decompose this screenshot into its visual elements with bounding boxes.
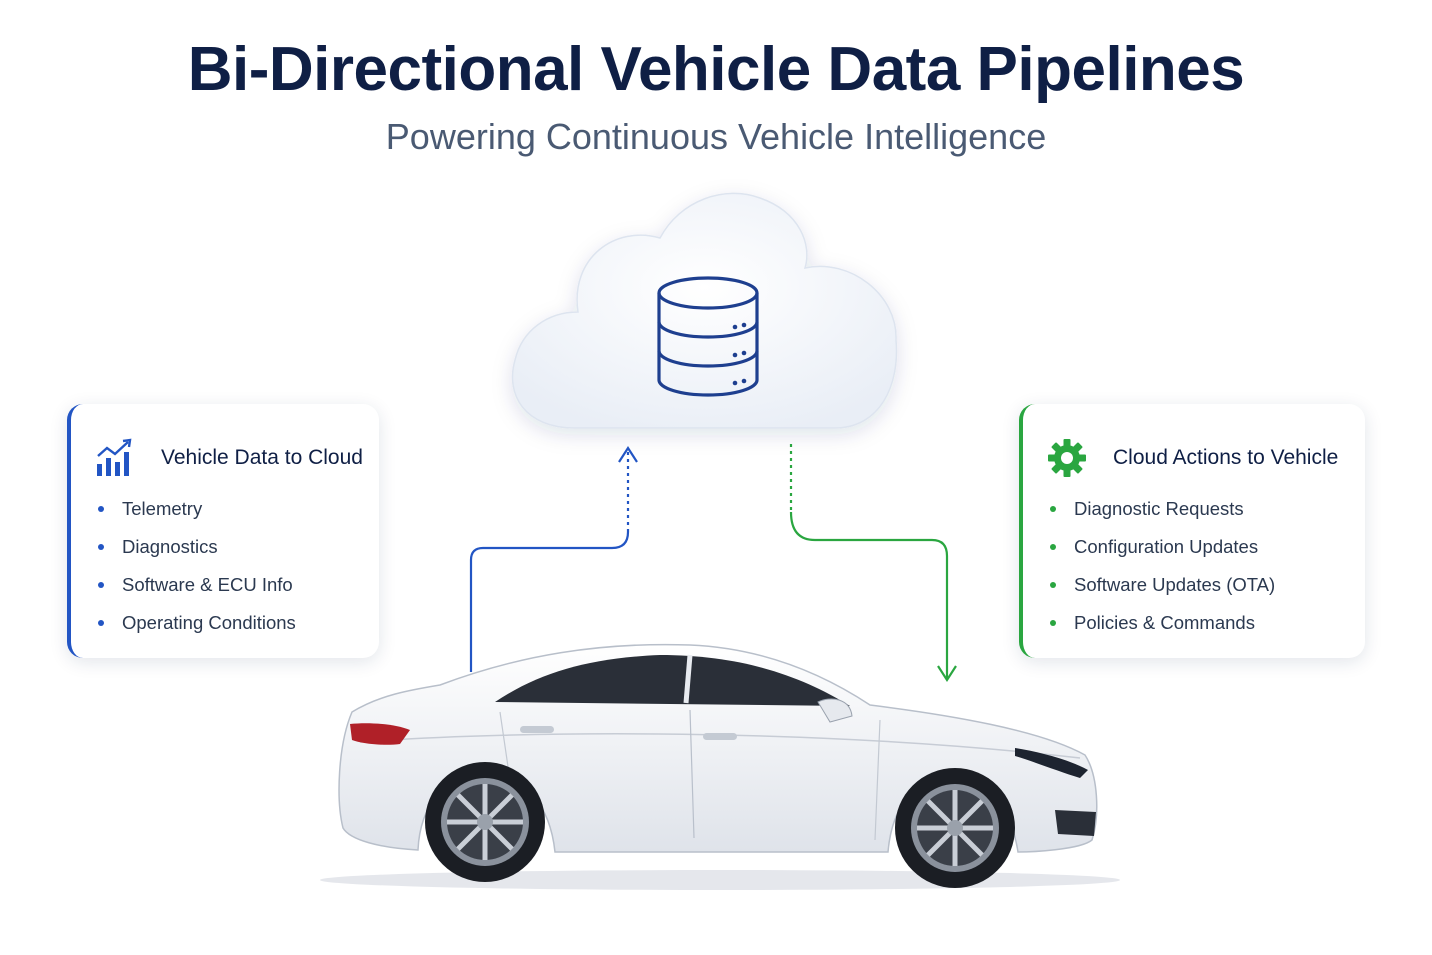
cloud-actions-card: Cloud Actions to Vehicle Diagnostic Requ… [1019, 404, 1365, 658]
rear-wheel [425, 762, 545, 882]
list-item: Policies & Commands [1047, 604, 1275, 642]
gear-icon [1048, 439, 1086, 477]
list-item: Operating Conditions [95, 604, 296, 642]
database-icon [657, 276, 759, 397]
upstream-flow-arrow [469, 445, 638, 672]
front-wheel [895, 768, 1015, 888]
list-item: Telemetry [95, 490, 296, 528]
page-subtitle: Powering Continuous Vehicle Intelligence [385, 116, 1047, 157]
cloud-actions-list: Diagnostic Requests Configuration Update… [1047, 490, 1275, 642]
bar-chart-trend-icon [97, 438, 132, 476]
page-title: Bi-Directional Vehicle Data Pipelines [187, 35, 1245, 104]
vehicle-data-card-title: Vehicle Data to Cloud [161, 446, 363, 469]
list-item: Software Updates (OTA) [1047, 566, 1275, 604]
downstream-flow-arrow [789, 444, 957, 683]
list-item: Diagnostic Requests [1047, 490, 1275, 528]
list-item: Software & ECU Info [95, 566, 296, 604]
vehicle-data-list: Telemetry Diagnostics Software & ECU Inf… [95, 490, 296, 642]
vehicle-data-card: Vehicle Data to Cloud Telemetry Diagnost… [67, 404, 379, 658]
sedan-car-icon [320, 643, 1120, 890]
list-item: Diagnostics [95, 528, 296, 566]
cloud-shape [511, 192, 898, 429]
cloud-actions-card-title: Cloud Actions to Vehicle [1113, 446, 1339, 469]
list-item: Configuration Updates [1047, 528, 1275, 566]
vehicle-data-card-header: Vehicle Data to Cloud [95, 438, 363, 478]
cloud-actions-card-header: Cloud Actions to Vehicle [1047, 438, 1338, 478]
